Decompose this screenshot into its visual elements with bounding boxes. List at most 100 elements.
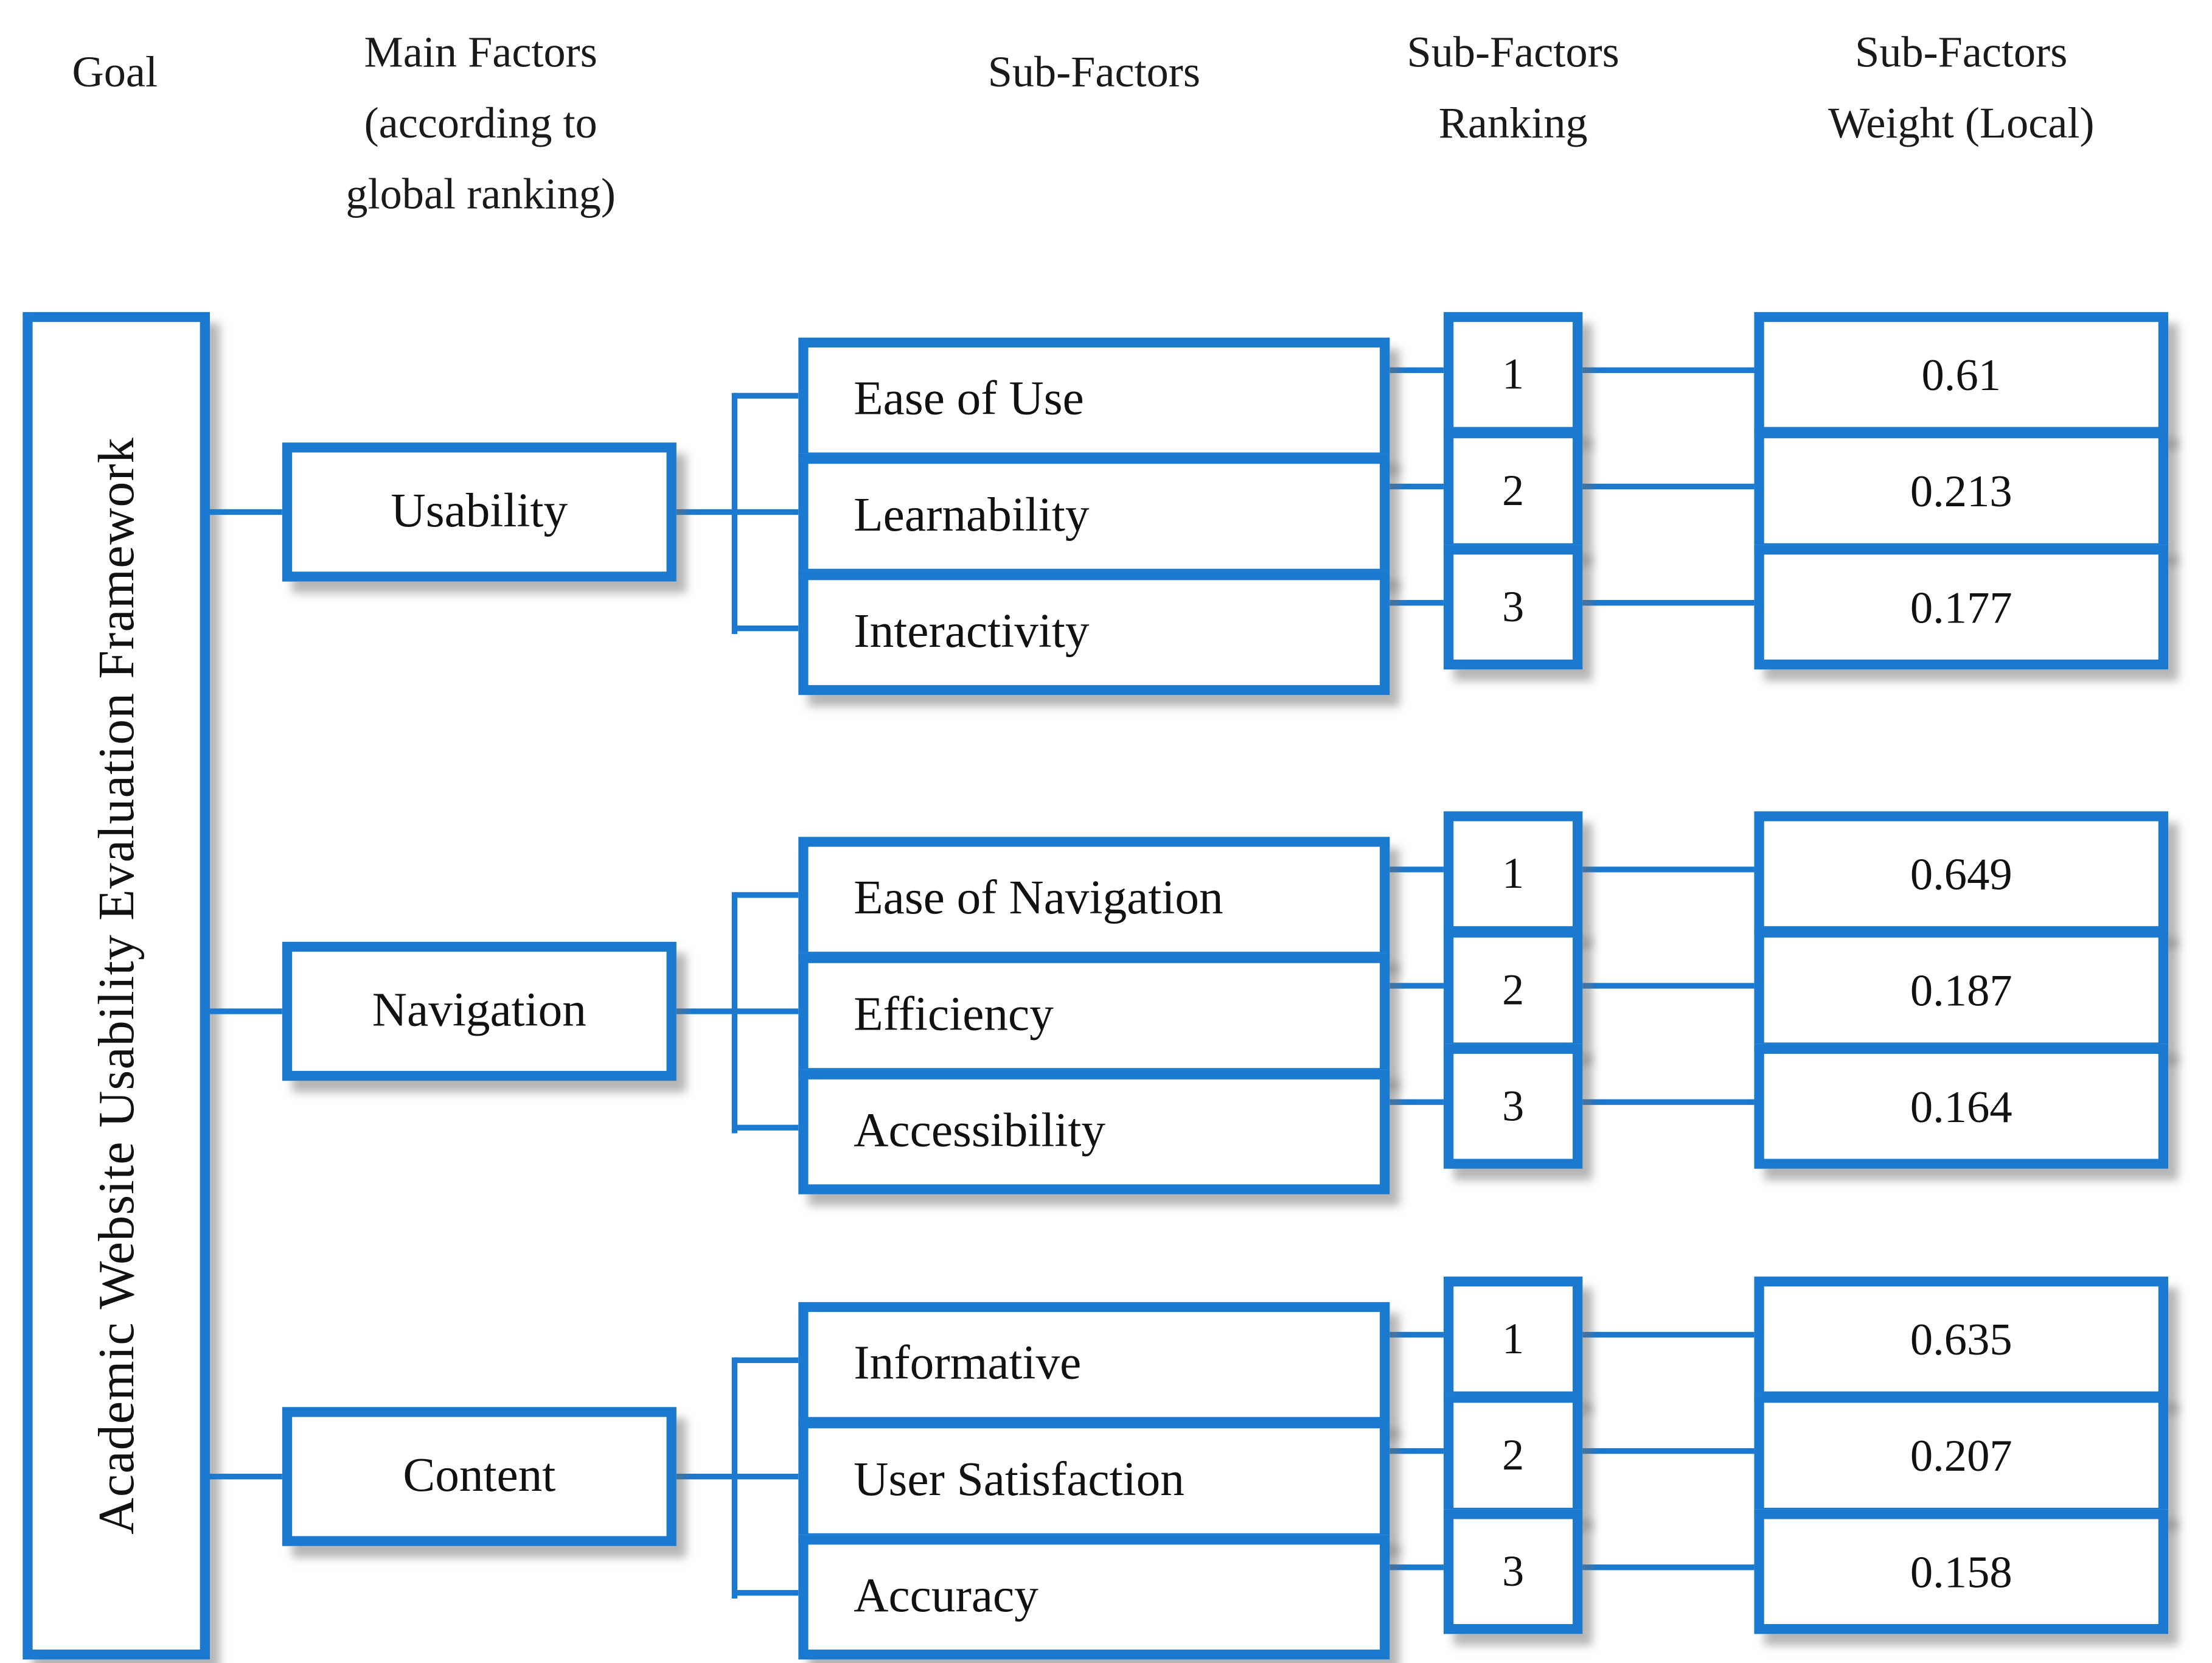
rank-box: 3 [1443,545,1583,670]
connector-sub3-rank3 [1389,1099,1444,1105]
connector-rank3-weight3 [1582,1564,1755,1571]
bracket-content [731,1357,738,1599]
goal-box: Academic Website Usability Evaluation Fr… [23,312,210,1660]
weight-value: 0.158 [1910,1545,2012,1597]
factor-box-content: Content [282,1407,676,1546]
sub-factor-label: Accuracy [854,1570,1038,1623]
connector-content-bracket [676,1473,799,1480]
weight-value: 0.177 [1910,580,2012,632]
connector-sub2-rank2 [1389,983,1444,989]
factor-label: Navigation [372,984,586,1037]
rank-value: 1 [1502,349,1525,399]
connector-navigation-bracket [676,1008,799,1014]
connector-goal-navigation [209,1008,282,1014]
sub-factor-box-user-satisfaction: User Satisfaction [798,1418,1390,1544]
connector-bracket-sub3 [734,1124,799,1131]
connector-bracket-sub3 [734,1590,799,1596]
bracket-usability [731,392,738,634]
connector-sub1-rank1 [1389,866,1444,873]
column-header-sub-factors: Sub-Factors [987,46,1200,97]
connector-sub2-rank2 [1389,1448,1444,1454]
factor-box-usability: Usability [282,442,676,582]
rank-value: 1 [1502,1313,1525,1364]
column-header-sub-factors-weight: Sub-Factors Weight (Local) [1726,17,2197,159]
connector-bracket-sub3 [734,625,799,632]
sub-factor-box-learnability: Learnability [798,453,1390,579]
rank-box: 1 [1443,1276,1583,1402]
rank-value: 2 [1502,964,1525,1014]
rank-value: 1 [1502,848,1525,898]
bracket-navigation [731,892,738,1134]
connector-bracket-sub1 [734,392,799,399]
sub-factor-label: Informative [854,1337,1082,1390]
connector-sub3-rank3 [1389,1564,1444,1571]
connector-rank2-weight2 [1582,483,1755,490]
weight-box: 0.158 [1754,1509,2169,1634]
weight-box: 0.213 [1754,428,2169,554]
connector-sub3-rank3 [1389,600,1444,606]
column-header-main-factors: Main Factors (according to global rankin… [240,17,722,230]
rank-value: 2 [1502,1429,1525,1480]
sub-factor-label: Efficiency [854,988,1054,1041]
sub-factor-label: Interactivity [854,605,1090,658]
weight-value: 0.61 [1921,348,2002,400]
weight-value: 0.164 [1910,1080,2012,1131]
sub-factor-box-ease-of-navigation: Ease of Navigation [798,837,1390,962]
main-factors-header-line2: (according to [364,97,597,148]
weight-header-line1: Sub-Factors [1855,27,2068,77]
weight-box: 0.649 [1754,811,2169,936]
connector-bracket-sub1 [734,892,799,898]
sub-factor-label: Ease of Use [854,373,1084,426]
factor-label: Content [403,1449,556,1502]
sub-factor-box-accuracy: Accuracy [798,1535,1390,1660]
rank-box: 3 [1443,1044,1583,1169]
connector-usability-bracket [676,509,799,515]
weight-box: 0.187 [1754,927,2169,1053]
rank-box: 1 [1443,811,1583,936]
connector-rank3-weight3 [1582,1099,1755,1105]
sub-factor-label: Ease of Navigation [854,872,1223,925]
connector-bracket-sub1 [734,1357,799,1364]
connector-rank1-weight1 [1582,1331,1755,1338]
factor-label: Usability [391,485,568,538]
weight-value: 0.213 [1910,464,2012,516]
rank-value: 3 [1502,1546,1525,1596]
main-factors-header-line1: Main Factors [364,27,597,77]
connector-rank1-weight1 [1582,367,1755,374]
connector-sub1-rank1 [1389,367,1444,374]
weight-value: 0.635 [1910,1313,2012,1364]
usability-group: Usability Ease of Use Learnability Inter… [0,312,2212,698]
sub-factor-box-informative: Informative [798,1302,1390,1427]
main-factors-header-line3: global ranking) [346,169,616,218]
connector-rank2-weight2 [1582,983,1755,989]
rank-value: 2 [1502,465,1525,515]
connector-rank3-weight3 [1582,600,1755,606]
sub-factor-label: Learnability [854,489,1090,542]
weight-value: 0.187 [1910,963,2012,1015]
column-header-goal: Goal [72,46,158,97]
rank-box: 2 [1443,428,1583,554]
rank-box: 2 [1443,927,1583,1053]
sub-factor-label: Accessibility [854,1104,1106,1158]
rank-value: 3 [1502,581,1525,632]
column-header-sub-factors-ranking: Sub-Factors Ranking [1343,17,1683,159]
connector-sub2-rank2 [1389,483,1444,490]
weight-box: 0.164 [1754,1044,2169,1169]
factor-box-navigation: Navigation [282,941,676,1081]
connector-rank2-weight2 [1582,1448,1755,1454]
connector-goal-content [209,1473,282,1480]
weight-header-line2: Weight (Local) [1828,97,2095,148]
sub-factor-box-interactivity: Interactivity [798,570,1390,696]
weight-value: 0.649 [1910,847,2012,899]
weight-box: 0.207 [1754,1393,2169,1518]
weight-box: 0.635 [1754,1276,2169,1402]
weight-box: 0.177 [1754,545,2169,670]
sub-factor-box-accessibility: Accessibility [798,1069,1390,1194]
weight-value: 0.207 [1910,1429,2012,1480]
rank-box: 2 [1443,1393,1583,1518]
sub-factor-label: User Satisfaction [854,1454,1184,1507]
sub-factor-box-efficiency: Efficiency [798,953,1390,1078]
navigation-group: Navigation Ease of Navigation Efficiency… [0,811,2212,1197]
